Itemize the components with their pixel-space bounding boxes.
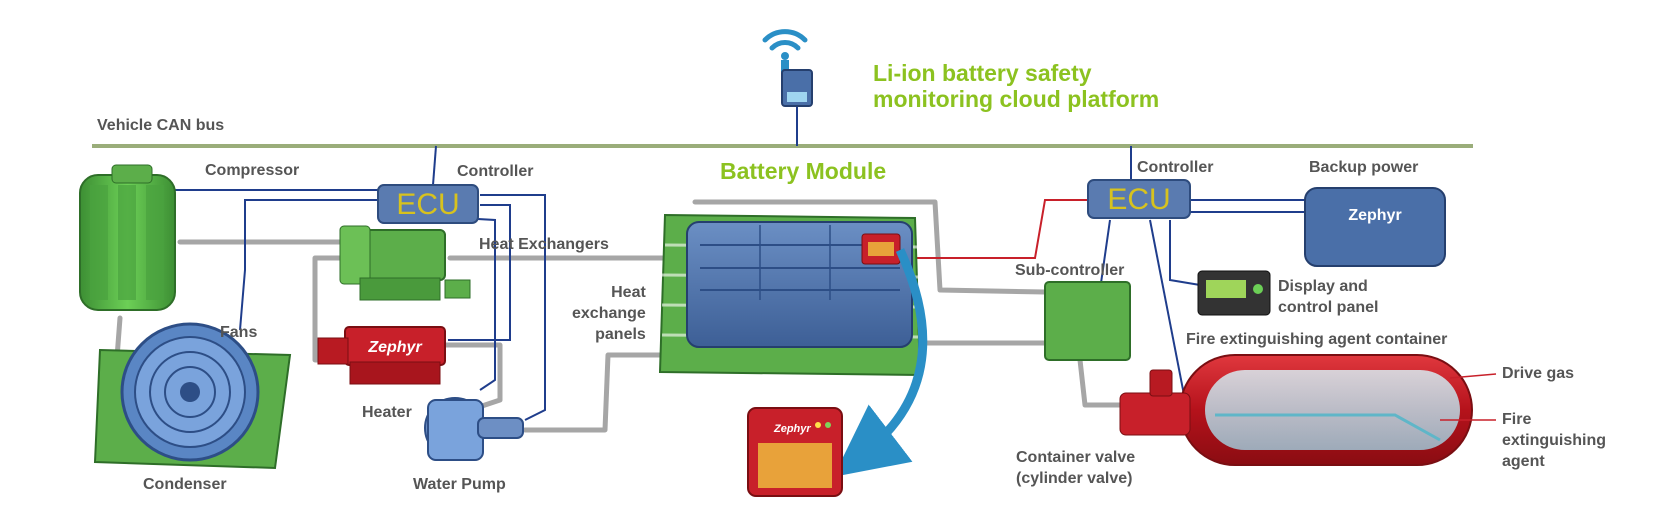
drive-gas-pointer [1449,373,1497,379]
fans-label: Fans [220,324,258,341]
heater-logo: Zephyr [367,339,422,356]
fire-agent-line3: agent [1502,453,1545,470]
valve-line2: (cylinder valve) [1016,470,1133,487]
sub-controller-label: Sub-controller [1015,262,1125,279]
heat-exchanger [339,225,471,301]
cloud-title-line2: monitoring cloud platform [873,86,1160,112]
controller-left-label: Controller [457,163,534,180]
compressor [79,164,176,311]
can-bus-label: Vehicle CAN bus [97,117,225,134]
condenser [93,322,292,470]
ecu-right-text: ECU [1107,183,1170,216]
cloud-title-line1: Li-ion battery safety [873,60,1092,86]
detector-enlarged: Zephyr [747,407,843,497]
fire-agent-line1: Fire [1502,411,1532,428]
controller-right-label: Controller [1137,159,1214,176]
ecu-left: ECU [377,184,479,224]
heat-exchangers-label: Heat Exchangers [479,236,609,253]
fire-container-label: Fire extinguishing agent container [1186,331,1448,348]
detector-logo: Zephyr [773,423,811,435]
compressor-label: Compressor [205,162,300,179]
backup-power: Zephyr [1304,187,1446,267]
display-label-line1: Display and [1278,278,1368,295]
fire-agent-line2: extinguishing [1502,432,1606,449]
battery-module [658,213,922,377]
display-panel-label: Display and control panel [1278,276,1378,318]
fire-extinguishing-container [1119,354,1473,466]
ecu-right: ECU [1087,179,1191,219]
sub-controller [1044,281,1131,361]
wifi-gateway [762,29,813,107]
fire-agent-label: Fire extinguishing agent [1502,409,1606,472]
cloud-platform-title: Li-ion battery safety monitoring cloud p… [873,60,1159,112]
heater-label: Heater [362,404,412,421]
zoom-arrow [833,248,928,477]
water-pump-label: Water Pump [413,476,506,493]
hep-line1: Heat [611,284,646,301]
backup-power-label: Backup power [1309,159,1419,176]
drive-gas-label: Drive gas [1502,365,1575,382]
condenser-label: Condenser [143,476,227,493]
container-valve-label: Container valve (cylinder valve) [1016,447,1135,489]
display-label-line2: control panel [1278,299,1379,316]
display-panel [1197,270,1271,316]
battery-module-title: Battery Module [720,158,887,184]
water-pump [424,397,524,461]
valve-line1: Container valve [1016,449,1136,466]
heater: Zephyr [317,326,446,385]
heat-exchange-panels-label: Heat exchange panels [572,282,646,345]
ecu-left-text: ECU [396,188,459,221]
backup-logo: Zephyr [1348,207,1401,224]
hep-line2: exchange [572,305,646,322]
hep-line3: panels [595,326,646,343]
